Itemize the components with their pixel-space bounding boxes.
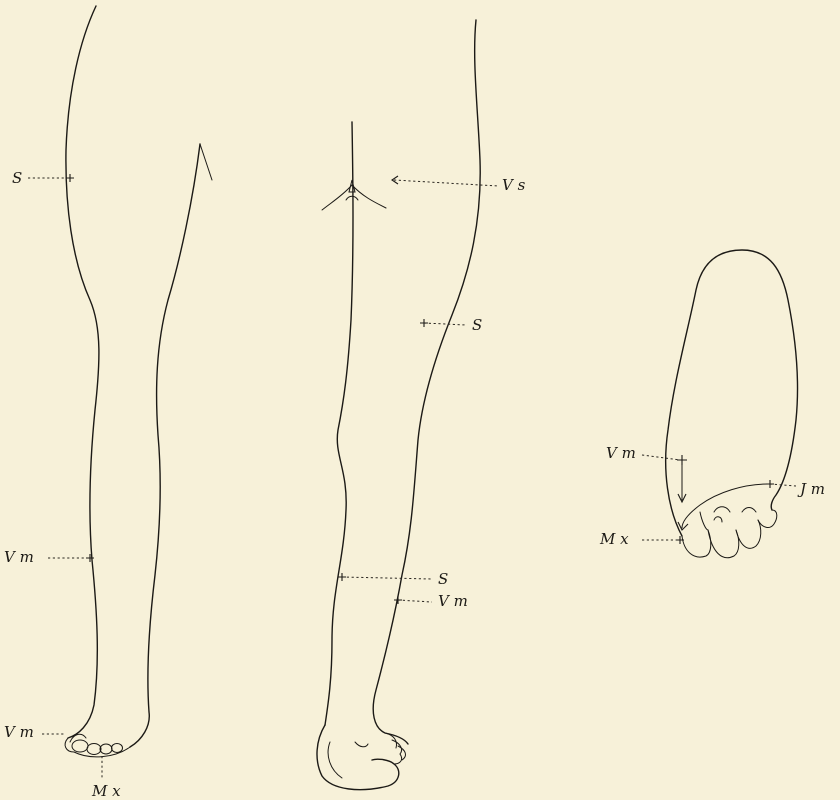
middle-leg-s-ankle-cross bbox=[338, 573, 346, 581]
foot-vm-cross bbox=[677, 455, 687, 465]
middle-leg-s-thigh-label: S bbox=[472, 316, 482, 334]
foot-sole-drawing: V m J m M x bbox=[599, 250, 825, 558]
middle-leg-outer-contour bbox=[373, 20, 480, 744]
middle-leg-vm-label: V m bbox=[438, 592, 468, 610]
left-leg-vm-toe-label: V m bbox=[4, 723, 34, 741]
left-leg-thigh-tick bbox=[200, 144, 212, 180]
left-leg-toes bbox=[65, 734, 130, 757]
foot-sole-contour bbox=[666, 250, 798, 536]
foot-mx-cross bbox=[676, 536, 684, 544]
middle-leg-vm-leader bbox=[398, 600, 432, 602]
foot-toes bbox=[682, 507, 777, 558]
middle-leg-inner-contour bbox=[325, 122, 353, 725]
left-leg-s-label: S bbox=[12, 169, 22, 187]
foot-vm-leader bbox=[642, 455, 680, 460]
left-leg-vm-calf-cross bbox=[86, 554, 94, 562]
foot-jm-label: J m bbox=[797, 480, 825, 498]
left-leg-inner-contour bbox=[130, 144, 200, 747]
middle-leg-s-thigh-leader bbox=[424, 323, 466, 325]
middle-leg-s-ankle-label: S bbox=[438, 570, 448, 588]
middle-leg-vs-label: V s bbox=[502, 176, 526, 194]
foot-vm-label: V m bbox=[606, 444, 636, 462]
middle-leg-s-ankle-leader bbox=[342, 577, 432, 579]
foot-mx-label: M x bbox=[599, 530, 629, 548]
middle-leg-s-thigh-cross bbox=[420, 319, 428, 327]
middle-leg-vm-cross bbox=[394, 596, 402, 604]
foot-jm-cross bbox=[766, 480, 774, 488]
left-leg-outer-contour bbox=[66, 6, 99, 738]
left-leg-vm-calf-label: V m bbox=[4, 548, 34, 566]
middle-leg-vs-leader bbox=[394, 180, 498, 186]
left-leg-drawing: S V m V m M x bbox=[4, 6, 212, 800]
foot-arch-arrow bbox=[682, 484, 768, 528]
middle-leg-knee-tuft bbox=[322, 180, 386, 210]
middle-leg-drawing: V s S S V m bbox=[317, 20, 526, 790]
left-leg-s-cross bbox=[66, 174, 74, 182]
left-leg-mx-label: M x bbox=[91, 782, 121, 800]
